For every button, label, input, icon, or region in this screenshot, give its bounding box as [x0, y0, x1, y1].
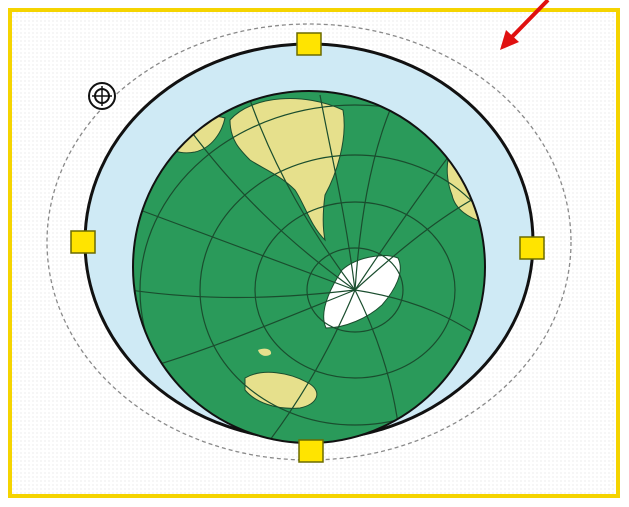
- resize-handle-bottom[interactable]: [299, 440, 323, 462]
- resize-handle-right[interactable]: [520, 237, 544, 259]
- rotate-icon[interactable]: [89, 83, 115, 109]
- resize-handle-top[interactable]: [297, 33, 321, 55]
- resize-handle-left[interactable]: [71, 231, 95, 253]
